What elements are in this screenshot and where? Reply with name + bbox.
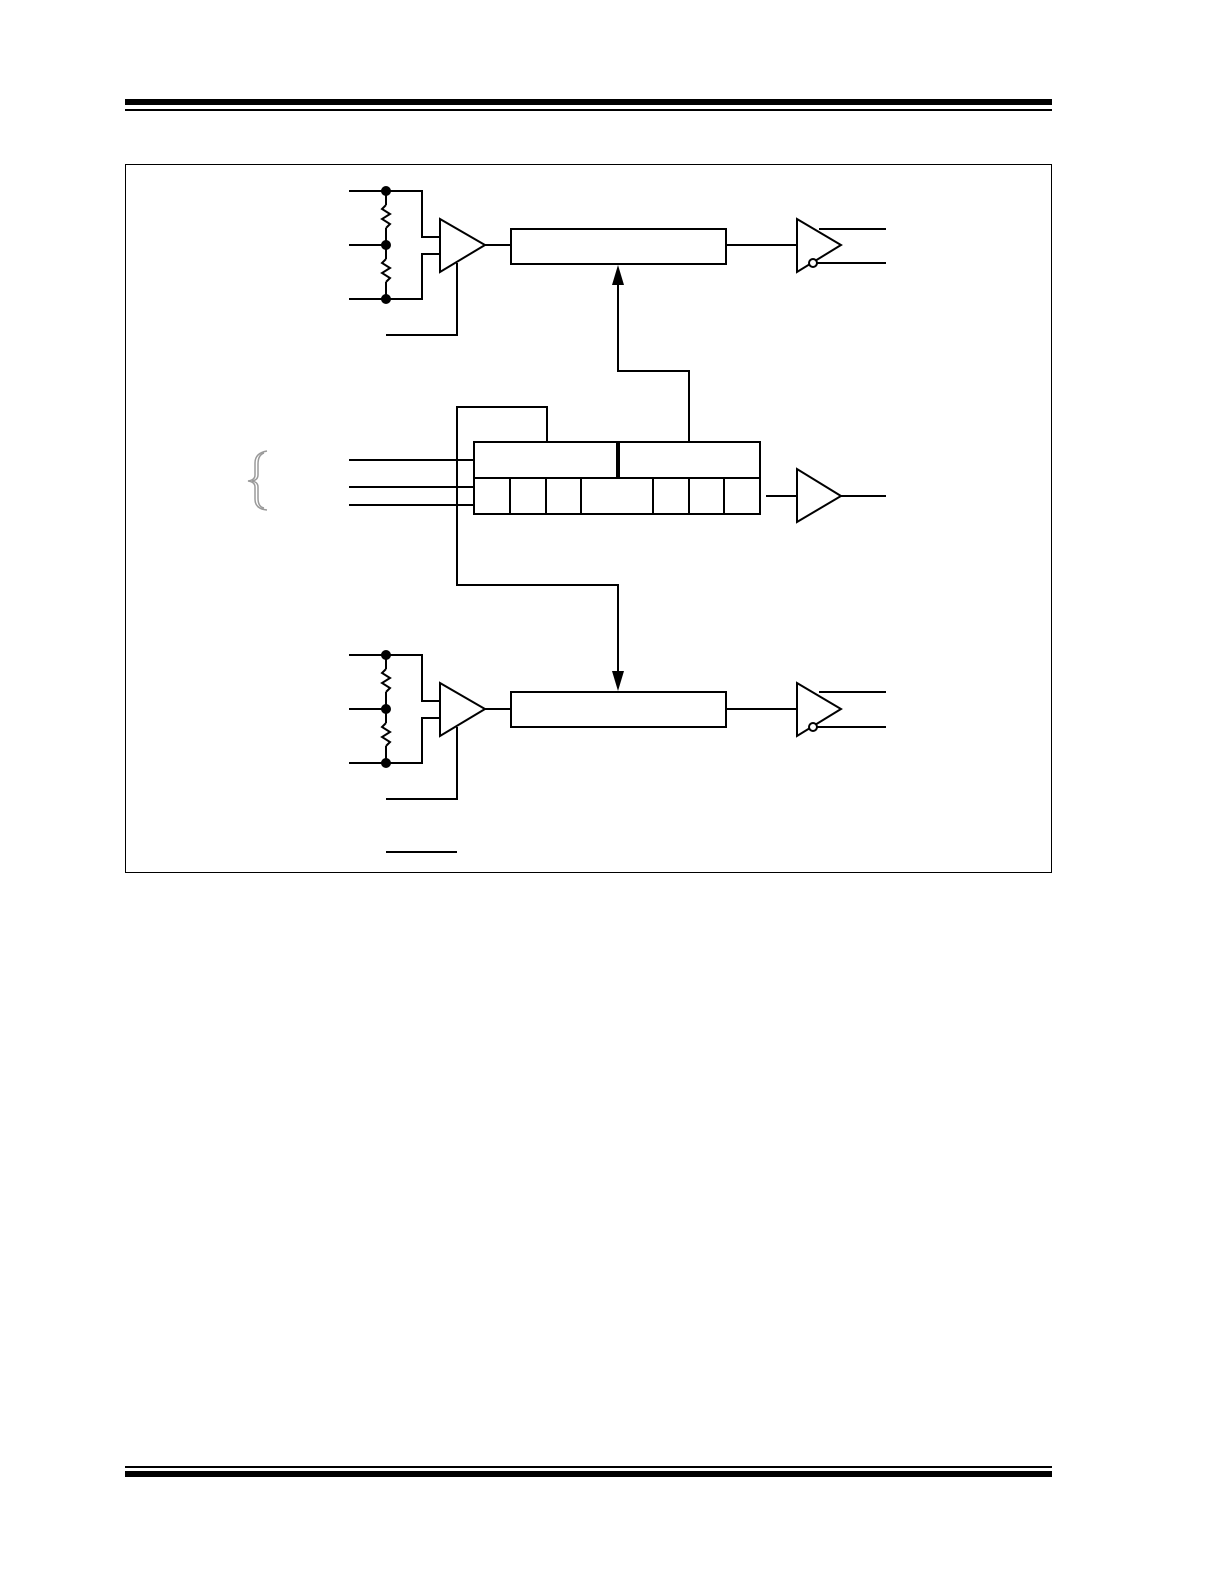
top-comparator-inputs xyxy=(386,190,458,336)
inversion-bubble-icon xyxy=(808,258,818,268)
register-cell-dividers xyxy=(509,478,725,514)
bottom-resistor-ladder xyxy=(380,650,392,768)
bottom-comparator-inputs xyxy=(386,654,458,800)
inversion-bubble-icon xyxy=(808,722,818,732)
figure-frame xyxy=(125,164,1052,873)
header-rule-thin xyxy=(125,109,1052,111)
block-diagram xyxy=(247,186,886,853)
top-output-buffer xyxy=(796,217,843,274)
junction-dot xyxy=(381,704,391,714)
bottom-channel xyxy=(349,650,886,800)
bottom-input-wires xyxy=(349,654,386,764)
top-resistor-ladder xyxy=(380,186,392,304)
junction-dot xyxy=(381,240,391,250)
top-latch-block xyxy=(510,228,727,265)
control-register xyxy=(247,406,761,515)
footer-rule-thin xyxy=(125,1466,1052,1468)
top-input-wires xyxy=(349,190,386,300)
header-rule-thick xyxy=(125,99,1052,105)
arrow-down-icon xyxy=(612,671,624,691)
register-lower-row xyxy=(473,477,761,515)
register-input-wires xyxy=(349,459,474,506)
control-to-top-latch xyxy=(612,265,690,442)
arrow-up-icon xyxy=(612,265,624,285)
bottom-output-buffer xyxy=(796,681,843,738)
top-channel xyxy=(349,186,886,336)
control-to-bottom-latch xyxy=(456,478,624,691)
bottom-latch-block xyxy=(510,691,727,728)
register-output xyxy=(766,467,886,524)
footer-rule-thick xyxy=(125,1471,1052,1477)
register-output-buffer xyxy=(796,467,843,524)
top-comparator xyxy=(439,217,487,274)
bottom-comparator xyxy=(439,681,487,738)
input-group-bracket xyxy=(247,450,268,511)
